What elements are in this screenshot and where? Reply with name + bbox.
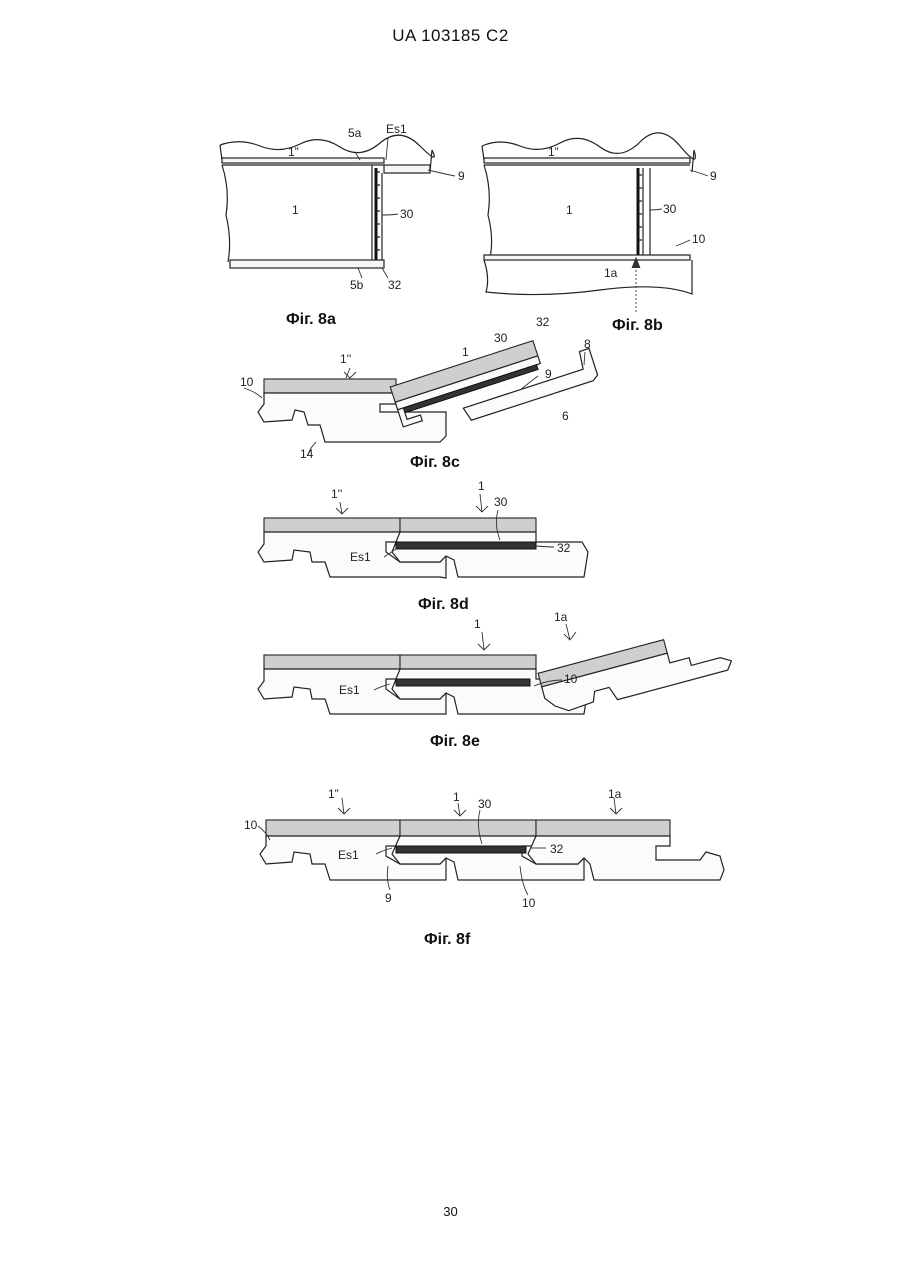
figure-8f: 1” 1 30 1a 10 Es1 32 9 10 Фіг. 8f [244, 787, 724, 948]
fig8a-tongue [384, 165, 430, 173]
fig8d-label-1: 1 [478, 479, 485, 493]
fig8a-caption: Фіг. 8a [286, 311, 336, 328]
fig8a-label-1top: 1” [288, 145, 299, 159]
fig8d-label-1pp: 1'' [331, 487, 342, 501]
fig8a-label-5b: 5b [350, 278, 364, 292]
fig8f-caption: Фіг. 8f [424, 931, 471, 948]
fig8c-label-14: 14 [300, 447, 314, 461]
fig8b-label-1top: 1” [548, 145, 559, 159]
fig8d-label-es1: Es1 [350, 550, 371, 564]
figure-8b: 1” 9 1 30 10 1a Фіг. 8b [482, 133, 717, 334]
figure-8c: 1'' 1 30 32 8 9 6 10 14 Фіг. 8c [240, 315, 599, 471]
fig8c-label-9: 9 [545, 367, 552, 381]
fig8e-label-10: 10 [564, 672, 578, 686]
fig8a-label-30: 30 [400, 207, 414, 221]
fig8c-left-panel-top [264, 379, 396, 393]
fig8f-label-1: 1 [453, 790, 460, 804]
fig8b-label-30: 30 [663, 202, 677, 216]
fig8f-label-9: 9 [385, 891, 392, 905]
fig8d-layer-30 [396, 542, 536, 549]
page-number: 30 [0, 1204, 901, 1219]
fig8f-label-1top: 1” [328, 787, 339, 801]
fig8c-label-30: 30 [494, 331, 508, 345]
fig8d-label-30: 30 [494, 495, 508, 509]
fig8a-label-32: 32 [388, 278, 402, 292]
fig8e-caption: Фіг. 8e [430, 733, 480, 750]
fig8a-label-5a: 5a [348, 126, 362, 140]
fig8e-label-1a: 1a [554, 610, 568, 624]
fig8e-tilted-panel-1a [538, 624, 733, 718]
fig8b-bottom-layer [484, 255, 690, 260]
fig8a-label-es1: Es1 [386, 122, 407, 136]
fig8c-label-6: 6 [562, 409, 569, 423]
fig8e-label-es1: Es1 [339, 683, 360, 697]
fig8f-label-10-bottom: 10 [522, 896, 536, 910]
fig8c-label-8: 8 [584, 337, 591, 351]
fig8f-label-10-left: 10 [244, 818, 258, 832]
fig8c-label-1pp: 1'' [340, 352, 351, 366]
fig8b-label-1a: 1a [604, 266, 618, 280]
fig8a-label-1: 1 [292, 203, 299, 217]
fig8f-label-es1: Es1 [338, 848, 359, 862]
figure-8a: 5a Es1 1” 9 1 30 5b 32 Фіг. 8a [220, 122, 465, 328]
figure-8d: 1'' 1 30 32 Es1 Фіг. 8d [258, 479, 588, 613]
fig8f-label-32: 32 [550, 842, 564, 856]
fig8b-label-9: 9 [710, 169, 717, 183]
fig8a-wavy-top-edge [220, 135, 434, 157]
fig8b-label-1: 1 [566, 203, 573, 217]
fig8f-layer-30 [396, 846, 526, 853]
fig8e-label-1: 1 [474, 617, 481, 631]
fig8c-label-1: 1 [462, 345, 469, 359]
fig8c-label-32: 32 [536, 315, 550, 329]
fig8c-label-10: 10 [240, 375, 254, 389]
fig8a-bottom-layer [230, 260, 384, 268]
figure-8e: 1 1a Es1 10 Фіг. 8e [258, 610, 733, 750]
fig8f-label-1a: 1a [608, 787, 622, 801]
fig8f-label-30: 30 [478, 797, 492, 811]
fig8e-layer-30 [396, 679, 530, 686]
fig8c-caption: Фіг. 8c [410, 454, 460, 471]
fig8b-caption: Фіг. 8b [612, 317, 663, 334]
fig8d-caption: Фіг. 8d [418, 596, 469, 613]
fig8d-label-32: 32 [557, 541, 571, 555]
fig8b-label-10: 10 [692, 232, 706, 246]
fig8a-label-9: 9 [458, 169, 465, 183]
